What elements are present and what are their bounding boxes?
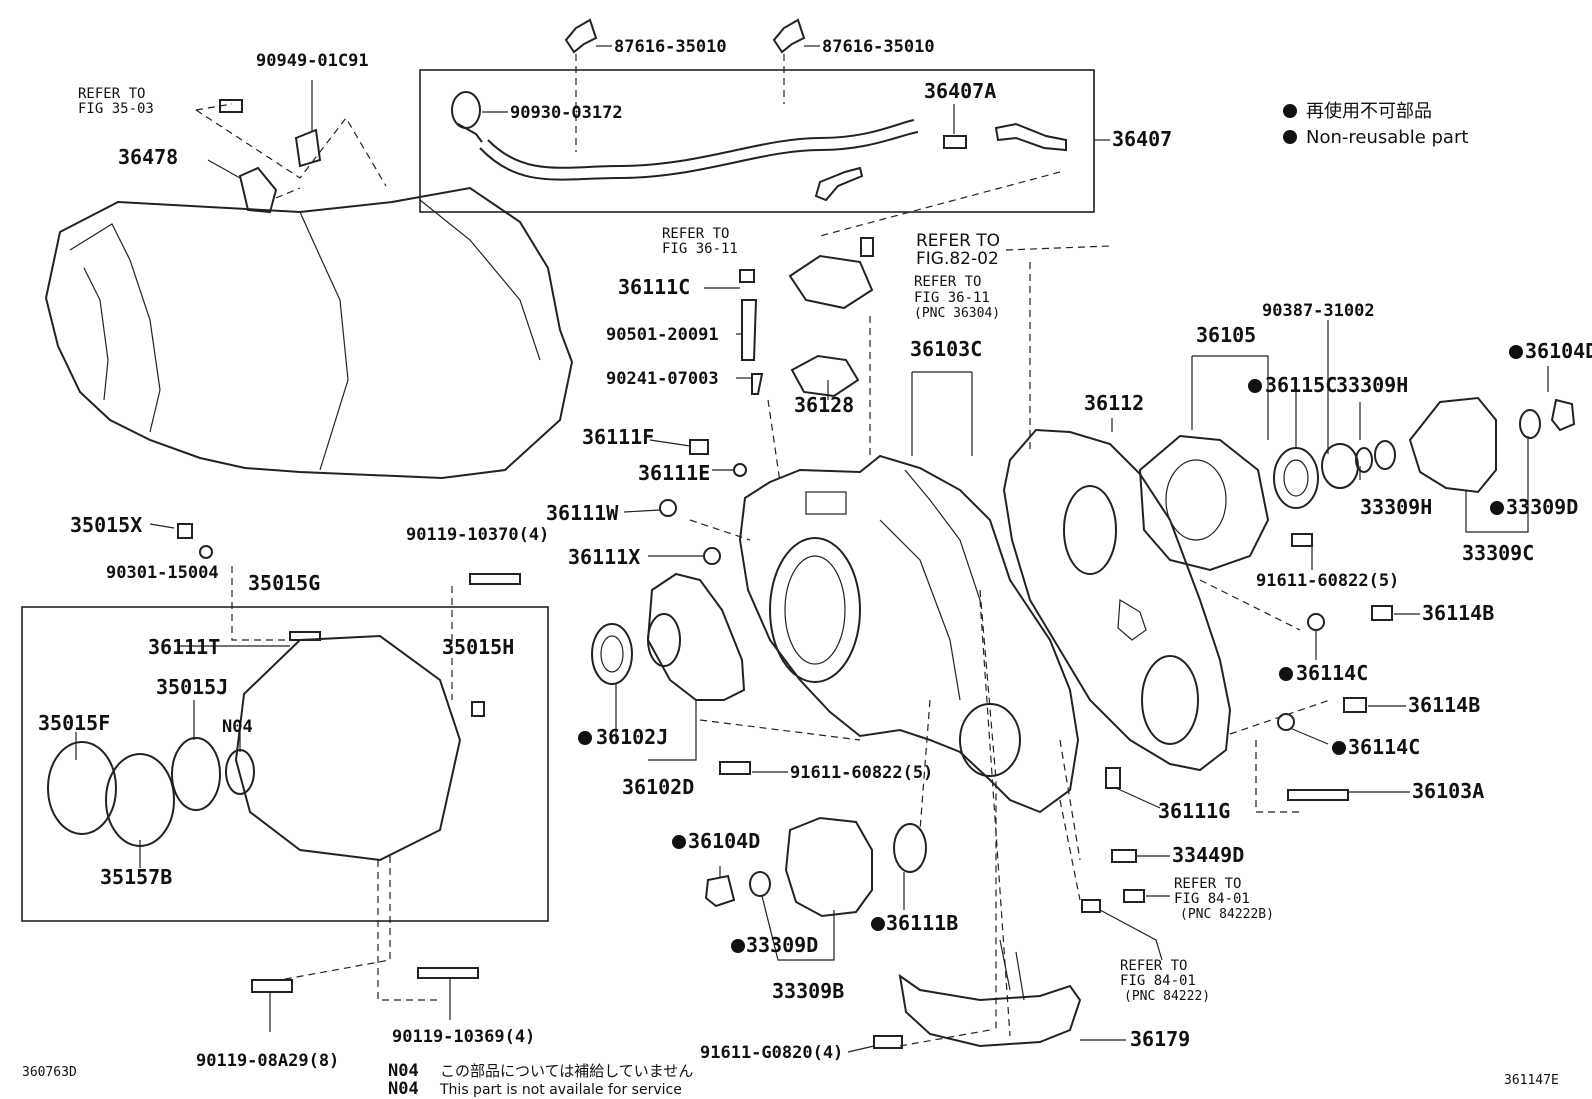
ref-fig-84-01-b-line1[interactable]: REFER TO: [1120, 958, 1187, 974]
rear-extension-drawing: [1138, 434, 1319, 572]
part-labels: 87616-35010 87616-35010 90949-01C91 9093…: [38, 37, 1592, 1071]
figure-code-right: 361147E: [1504, 1073, 1559, 1088]
companion-flange-rear: [1321, 396, 1576, 494]
part-label[interactable]: 36104D: [688, 829, 760, 853]
part-label[interactable]: 36111E: [638, 461, 710, 485]
non-reusable-markers: [578, 104, 1523, 953]
part-label[interactable]: 35015G: [248, 571, 320, 595]
part-label[interactable]: N04: [222, 717, 253, 737]
part-label[interactable]: 36115C: [1265, 373, 1337, 397]
part-label[interactable]: 90119-10370(4): [406, 525, 549, 545]
part-label[interactable]: 36114C: [1296, 661, 1368, 685]
part-label[interactable]: 91611-G0820(4): [700, 1043, 843, 1063]
ref-fig-84-01-a-line1[interactable]: REFER TO: [1174, 876, 1241, 892]
ref-fig-82-02-line2[interactable]: FIG.82-02: [916, 249, 999, 269]
part-label[interactable]: 91611-60822(5): [790, 763, 933, 783]
note-japanese: この部品については補給していません: [440, 1062, 693, 1080]
ref-fig-35-03-line1[interactable]: REFER TO: [78, 86, 145, 102]
part-label[interactable]: 36111B: [886, 911, 958, 935]
transfer-case-drawing: [738, 454, 1080, 814]
part-label[interactable]: 36102J: [596, 725, 668, 749]
part-label[interactable]: 36111G: [1158, 799, 1230, 823]
bracket-drawing: [898, 939, 1082, 1048]
part-label[interactable]: 87616-35010: [614, 37, 727, 57]
part-label[interactable]: 33309H: [1336, 373, 1408, 397]
part-label[interactable]: 90930-03172: [510, 103, 623, 123]
part-label[interactable]: 90241-07003: [606, 369, 719, 389]
ref-fig-36-11-b-line1[interactable]: REFER TO: [914, 274, 981, 290]
part-label[interactable]: 90119-10369(4): [392, 1027, 535, 1047]
ref-fig-36-11-b-line3[interactable]: (PNC 36304): [914, 306, 1000, 321]
part-label[interactable]: 35015H: [442, 635, 514, 659]
part-label[interactable]: 36111C: [618, 275, 690, 299]
part-label[interactable]: 35157B: [100, 865, 172, 889]
note-english: This part is not availale for service: [439, 1082, 682, 1098]
ref-fig-84-01-a-line3[interactable]: (PNC 84222B): [1180, 907, 1274, 922]
part-label[interactable]: 36179: [1130, 1027, 1190, 1051]
extension-housing-group-box: [21, 606, 549, 922]
part-label[interactable]: 36112: [1084, 391, 1144, 415]
part-label[interactable]: 36103C: [910, 337, 982, 361]
hose-clip-a: [564, 18, 598, 54]
part-label[interactable]: 36114B: [1408, 693, 1480, 717]
note-code-2: N04: [388, 1079, 419, 1099]
part-label[interactable]: 33309D: [1506, 495, 1578, 519]
companion-flange-front: [704, 816, 927, 918]
ref-fig-36-11-a-line2[interactable]: FIG 36-11: [662, 241, 738, 257]
part-label[interactable]: 33309D: [746, 933, 818, 957]
ref-fig-35-03-line2[interactable]: FIG 35-03: [78, 101, 154, 117]
transmission-case-drawing: [44, 186, 574, 480]
part-label[interactable]: 35015J: [156, 675, 228, 699]
ref-fig-82-02-line1[interactable]: REFER TO: [916, 231, 1000, 251]
figure-code-left: 360763D: [22, 1065, 77, 1080]
part-label[interactable]: 36111T: [148, 635, 220, 659]
leader-lines: [75, 45, 1549, 1053]
note-code-1: N04: [388, 1061, 419, 1081]
legend-english: Non-reusable part: [1306, 127, 1468, 148]
part-label[interactable]: 36111F: [582, 425, 654, 449]
rear-case-drawing: [1002, 428, 1232, 772]
part-label[interactable]: 33449D: [1172, 843, 1244, 867]
part-label[interactable]: 36105: [1196, 323, 1256, 347]
legend-japanese: 再使用不可部品: [1306, 101, 1432, 122]
ref-fig-36-11-a-line1[interactable]: REFER TO: [662, 226, 729, 242]
part-label[interactable]: 36407A: [924, 79, 996, 103]
part-label[interactable]: 36407: [1112, 127, 1172, 151]
front-cover-drawing: [591, 572, 746, 701]
part-label[interactable]: 90301-15004: [106, 563, 219, 583]
part-label[interactable]: 35015X: [70, 513, 142, 537]
ref-fig-36-11-b-line2[interactable]: FIG 36-11: [914, 290, 990, 306]
part-label[interactable]: 33309C: [1462, 541, 1534, 565]
part-label[interactable]: 35015F: [38, 711, 110, 735]
part-label[interactable]: 36114C: [1348, 735, 1420, 759]
part-label[interactable]: 91611-60822(5): [1256, 571, 1399, 591]
ref-fig-84-01-a-line2[interactable]: FIG 84-01: [1174, 891, 1250, 907]
part-label[interactable]: 36104D: [1525, 339, 1592, 363]
part-label[interactable]: 90501-20091: [606, 325, 719, 345]
hose-clip-b: [772, 18, 806, 54]
part-label[interactable]: 36478: [118, 145, 178, 169]
part-label[interactable]: 90119-08A29(8): [196, 1051, 339, 1071]
ref-fig-84-01-b-line2[interactable]: FIG 84-01: [1120, 973, 1196, 989]
part-label[interactable]: 36111W: [546, 501, 619, 525]
part-label[interactable]: 36103A: [1412, 779, 1484, 803]
part-label[interactable]: 87616-35010: [822, 37, 935, 57]
guide-lines: [195, 54, 1331, 1047]
detent-spring-drawing: [739, 237, 874, 398]
part-label[interactable]: 36102D: [622, 775, 694, 799]
ref-fig-84-01-b-line3[interactable]: (PNC 84222): [1124, 989, 1210, 1004]
part-label[interactable]: 33309B: [772, 979, 844, 1003]
part-label[interactable]: 33309H: [1360, 495, 1432, 519]
part-label[interactable]: 36114B: [1422, 601, 1494, 625]
part-label[interactable]: 90949-01C91: [256, 51, 369, 71]
breather-hose-drawing: [451, 91, 1067, 202]
part-label[interactable]: 36111X: [568, 545, 640, 569]
part-label[interactable]: 90387-31002: [1262, 301, 1375, 321]
part-label[interactable]: 36128: [794, 393, 854, 417]
